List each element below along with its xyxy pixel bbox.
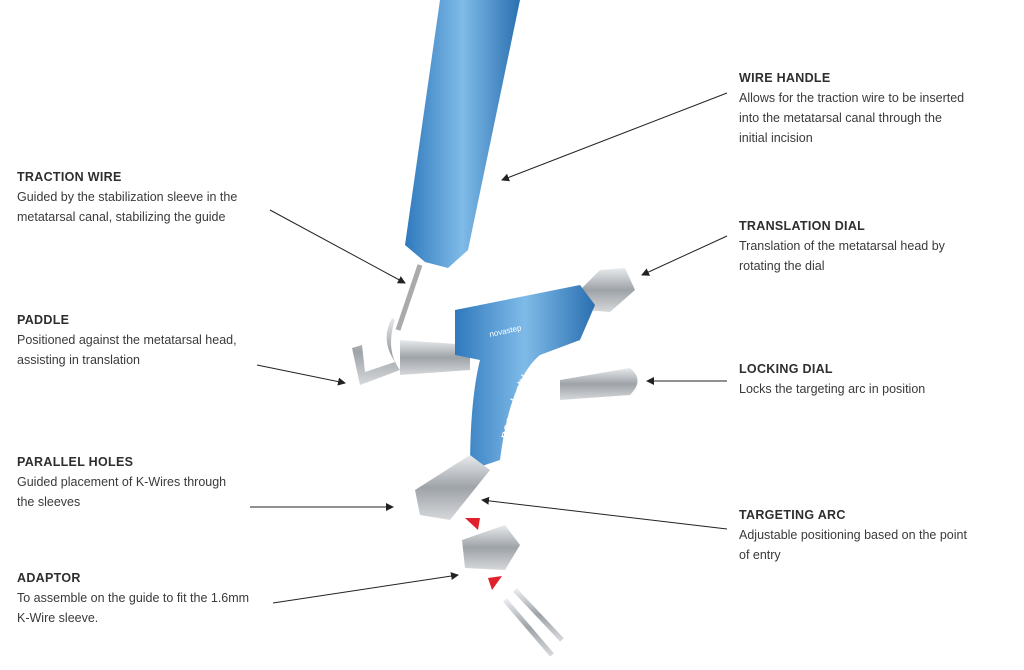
label-text: of entry [739, 548, 781, 562]
label-title: TRANSLATION DIAL [739, 219, 866, 233]
label-text: into the metatarsal canal through the [739, 111, 942, 125]
translation-dial [580, 268, 635, 312]
paddle [352, 318, 400, 385]
label-paddle: PADDLE Positioned against the metatarsal… [17, 310, 287, 370]
red-arrow [465, 518, 480, 530]
label-text: Allows for the traction wire to be inser… [739, 91, 965, 105]
traction-wire [395, 264, 423, 331]
label-text: Positioned against the metatarsal head, [17, 333, 237, 347]
label-title: WIRE HANDLE [739, 71, 831, 85]
label-text: To assemble on the guide to fit the 1.6m… [17, 591, 250, 605]
label-targeting-arc: TARGETING ARC Adjustable positioning bas… [739, 505, 1009, 565]
label-parallel-holes: PARALLEL HOLES Guided placement of K-Wir… [17, 452, 287, 512]
guide-body [455, 285, 595, 470]
label-title: PADDLE [17, 313, 70, 327]
label-title: TARGETING ARC [739, 508, 846, 522]
k-wire [503, 598, 554, 657]
label-title: LOCKING DIAL [739, 362, 833, 376]
label-text: Guided placement of K-Wires through [17, 475, 227, 489]
label-locking-dial: LOCKING DIAL Locks the targeting arc in … [739, 359, 1009, 399]
label-text: Translation of the metatarsal head by [739, 239, 945, 253]
label-text: rotating the dial [739, 259, 825, 273]
wire-handle [405, 0, 520, 268]
label-title: ADAPTOR [17, 571, 81, 585]
label-text: the sleeves [17, 495, 81, 509]
label-title: TRACTION WIRE [17, 170, 122, 184]
locking-dial [560, 368, 638, 400]
adaptor [462, 525, 520, 570]
label-text: Guided by the stabilization sleeve in th… [17, 190, 238, 204]
label-wire-handle: WIRE HANDLE Allows for the traction wire… [739, 68, 1009, 148]
label-translation-dial: TRANSLATION DIAL Translation of the meta… [739, 216, 1009, 276]
label-traction-wire: TRACTION WIRE Guided by the stabilizatio… [17, 167, 287, 227]
targeting-arc [415, 455, 490, 520]
k-wire [513, 588, 564, 642]
label-title: PARALLEL HOLES [17, 455, 134, 469]
label-text: K-Wire sleeve. [17, 611, 99, 625]
label-adaptor: ADAPTOR To assemble on the guide to fit … [17, 568, 287, 628]
red-arrow [488, 576, 502, 590]
label-text: metatarsal canal, stabilizing the guide [17, 210, 226, 224]
leader-lines [250, 92, 728, 604]
label-text: Adjustable positioning based on the poin… [739, 528, 967, 542]
label-text: assisting in translation [17, 353, 140, 367]
label-text: Locks the targeting arc in position [739, 382, 926, 396]
label-text: initial incision [739, 131, 813, 145]
